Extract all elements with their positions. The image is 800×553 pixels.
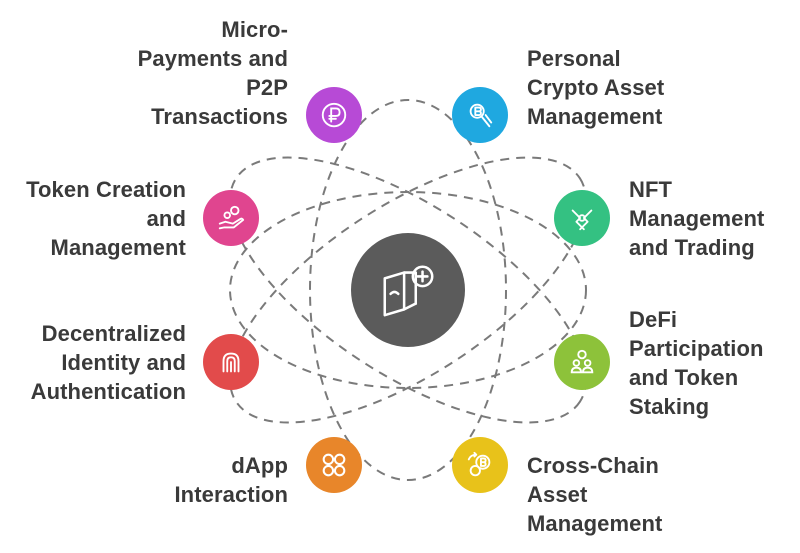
ruble-coin-icon <box>321 102 347 128</box>
label-defi: DeFi Participation and Token Staking <box>629 307 764 419</box>
label-token-creation: Token Creation and Management <box>26 177 186 260</box>
crypto-exchange-icon <box>467 451 491 477</box>
node-dapp <box>306 437 362 493</box>
orbit-vertical <box>309 99 507 481</box>
fingerprint-icon <box>222 352 240 373</box>
label-dapp: dApp Interaction <box>174 453 288 507</box>
label-personal-assets: Personal Crypto Asset Management <box>527 46 665 129</box>
staking-people-icon <box>570 349 594 374</box>
node-nft <box>554 190 610 246</box>
node-token-creation <box>203 190 259 246</box>
node-identity <box>203 334 259 390</box>
node-micropayments <box>306 87 362 143</box>
apps-grid-icon <box>322 453 346 477</box>
label-micropayments: Micro- Payments and P2P Transactions <box>137 17 288 129</box>
orbit-diagonal-a <box>228 156 588 424</box>
label-cross-chain: Cross-Chain Asset Management <box>527 453 663 536</box>
handshake-icon <box>571 209 593 231</box>
wallet-plus-icon <box>383 265 434 317</box>
label-nft: NFT Management and Trading <box>629 177 765 260</box>
hand-coins-icon <box>218 205 245 230</box>
center-hub <box>351 233 465 347</box>
bitcoin-hand-icon <box>469 103 493 128</box>
orbit-diagonal-b <box>228 156 588 424</box>
node-personal-assets <box>452 87 508 143</box>
node-cross-chain <box>452 437 508 493</box>
node-defi <box>554 334 610 390</box>
label-identity: Decentralized Identity and Authenticatio… <box>30 321 186 404</box>
